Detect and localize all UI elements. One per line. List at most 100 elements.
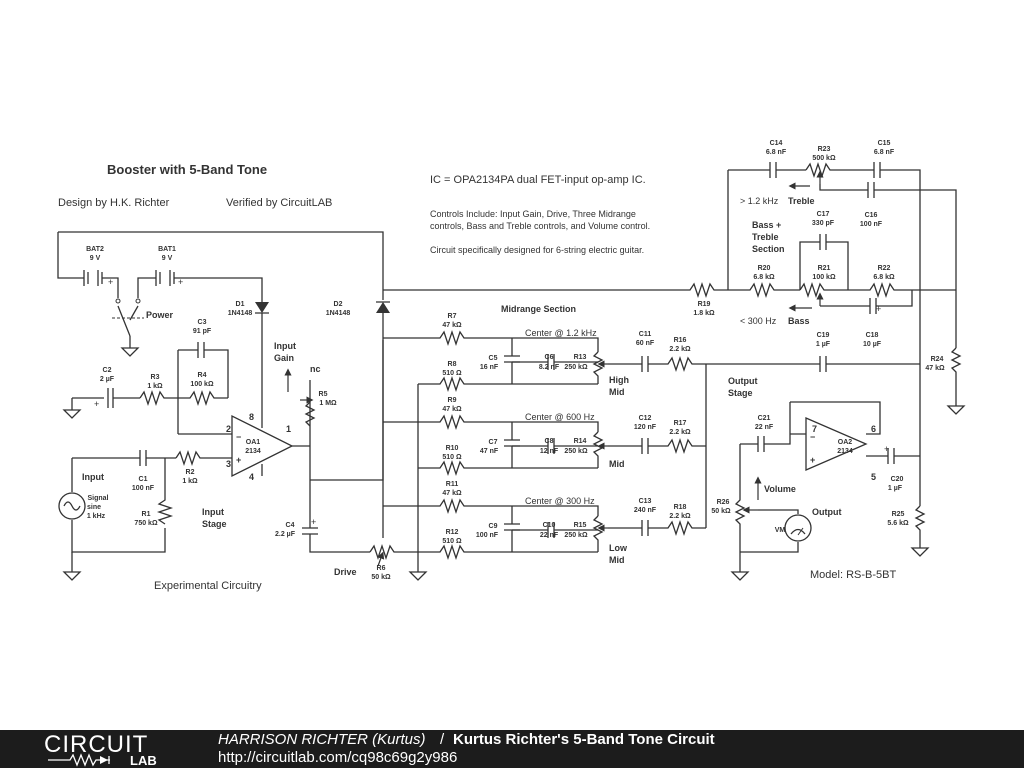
- c12-label: C12: [639, 415, 652, 422]
- footer-separator: /: [440, 731, 445, 748]
- c1-label: C1: [139, 476, 148, 483]
- high-mid-label-2[interactable]: Mid: [609, 387, 625, 397]
- r7-value: 47 kΩ: [442, 322, 462, 329]
- oa1-part: 2134: [245, 448, 261, 455]
- experimental-label: Experimental Circuitry: [154, 580, 262, 592]
- mid-label[interactable]: Mid: [609, 459, 625, 469]
- svg-text:+: +: [884, 444, 889, 454]
- low-mid-label-2[interactable]: Mid: [609, 555, 625, 565]
- svg-text:−: −: [236, 432, 241, 442]
- input-gain-label-2[interactable]: Gain: [274, 353, 294, 363]
- r4-value: 100 kΩ: [190, 381, 214, 388]
- center-3-label: Center @ 300 Hz: [525, 496, 595, 506]
- bat1-value: 9 V: [162, 255, 173, 262]
- r3-label: R3: [151, 374, 160, 381]
- d1-value: 1N4148: [228, 310, 253, 317]
- r11-label: R11: [446, 481, 459, 488]
- footer-bar: [0, 730, 1024, 768]
- volume-label[interactable]: Volume: [764, 484, 796, 494]
- c18-label: C18: [866, 332, 879, 339]
- r12-value: 510 Ω: [442, 538, 462, 545]
- svg-text:+: +: [108, 277, 113, 287]
- d1-label: D1: [236, 301, 245, 308]
- r18-value: 2.2 kΩ: [669, 513, 691, 520]
- power-switch-label[interactable]: Power: [146, 310, 174, 320]
- high-mid-label-1[interactable]: High: [609, 375, 629, 385]
- c19-value: 1 µF: [816, 341, 831, 348]
- r23-value: 500 kΩ: [812, 155, 836, 162]
- bass-freq-label: < 300 Hz: [740, 316, 777, 326]
- c16-label: C16: [865, 212, 878, 219]
- oa1-pin-1: 1: [286, 424, 291, 434]
- r18-label: R18: [674, 504, 687, 511]
- c20-label: C20: [891, 476, 904, 483]
- r11-value: 47 kΩ: [442, 490, 462, 497]
- input-stage-label-2: Stage: [202, 519, 227, 529]
- c8-value: 12 nF: [540, 448, 559, 455]
- c3-label: C3: [198, 319, 207, 326]
- controls-note-2: controls, Bass and Treble controls, and …: [430, 221, 650, 231]
- source-line-3: 1 kHz: [87, 513, 106, 520]
- logo-lab-text[interactable]: LAB: [130, 753, 157, 768]
- footer-title[interactable]: Kurtus Richter's 5-Band Tone Circuit: [453, 731, 715, 748]
- r22-value: 6.8 kΩ: [873, 274, 895, 281]
- svg-text:+: +: [94, 399, 99, 409]
- r17-value: 2.2 kΩ: [669, 429, 691, 436]
- bass-treble-section: +: [383, 161, 966, 415]
- c1-value: 100 nF: [132, 485, 155, 492]
- r9-value: 47 kΩ: [442, 406, 462, 413]
- footer-author[interactable]: HARRISON RICHTER (Kurtus): [218, 731, 426, 748]
- c8-label: C8: [545, 438, 554, 445]
- c15-label: C15: [878, 140, 891, 147]
- center-2-label: Center @ 600 Hz: [525, 412, 595, 422]
- low-mid-label-1[interactable]: Low: [609, 543, 628, 553]
- r20-label: R20: [758, 265, 771, 272]
- c3-value: 91 pF: [193, 328, 212, 335]
- r25-label: R25: [892, 511, 905, 518]
- source-line-2: sine: [87, 504, 101, 511]
- nc-label: nc: [310, 364, 321, 374]
- r2-value: 1 kΩ: [182, 478, 198, 485]
- oa1-name: OA1: [246, 439, 261, 446]
- c13-value: 240 nF: [634, 507, 657, 514]
- circuitlab-logo-icon: [48, 753, 110, 767]
- svg-text:+: +: [236, 455, 241, 465]
- r15-label: R15: [574, 522, 587, 529]
- bat2-value: 9 V: [90, 255, 101, 262]
- output-label: Output: [812, 507, 842, 517]
- input-label: Input: [82, 472, 104, 482]
- c12-value: 120 nF: [634, 424, 657, 431]
- input-gain-label-1[interactable]: Input: [274, 341, 296, 351]
- r14-label: R14: [574, 438, 587, 445]
- c20-value: 1 µF: [888, 485, 903, 492]
- bass-treble-label-3: Section: [752, 244, 785, 254]
- r7-label: R7: [448, 313, 457, 320]
- drive-label[interactable]: Drive: [334, 567, 357, 577]
- oa2-part: 2134: [837, 448, 853, 455]
- c6-value: 8.2 nF: [539, 364, 560, 371]
- oa2-name: OA2: [838, 439, 853, 446]
- c10-label: C10: [543, 522, 556, 529]
- c7-label: C7: [489, 439, 498, 446]
- footer-url[interactable]: http://circuitlab.com/cq98c69g2y986: [218, 749, 458, 766]
- input-stage: + + − +: [58, 340, 418, 581]
- bass-label[interactable]: Bass: [788, 316, 810, 326]
- r4-label: R4: [198, 372, 207, 379]
- r22-label: R22: [878, 265, 891, 272]
- model-label: Model: RS-B-5BT: [810, 569, 896, 581]
- r15-value: 250 kΩ: [564, 532, 588, 539]
- r16-label: R16: [674, 337, 687, 344]
- r17-label: R17: [674, 420, 687, 427]
- r12-label: R12: [446, 529, 459, 536]
- c7-value: 47 nF: [480, 448, 499, 455]
- treble-label[interactable]: Treble: [788, 196, 815, 206]
- r23-label: R23: [818, 146, 831, 153]
- r10-value: 510 Ω: [442, 454, 462, 461]
- midrange-section-label: Midrange Section: [501, 304, 576, 314]
- midrange-section: [383, 329, 920, 581]
- bat2-label: BAT2: [86, 246, 104, 253]
- designed-for-note: Circuit specifically designed for 6-stri…: [430, 245, 644, 255]
- d2-value: 1N4148: [326, 310, 351, 317]
- d2-label: D2: [334, 301, 343, 308]
- logo-circuit-text[interactable]: CIRCUIT: [44, 731, 149, 758]
